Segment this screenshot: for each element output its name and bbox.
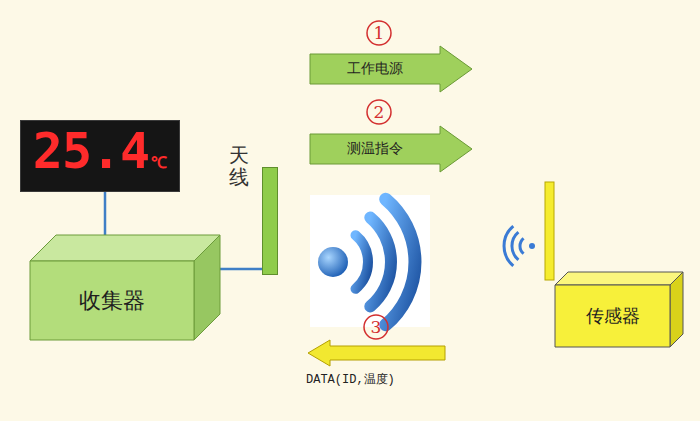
node-label: 工作电源 [347,60,403,78]
callout-circle: 2 [366,99,392,125]
antenna: 天线 [262,167,278,275]
data-arrow [308,340,445,366]
wifi-wave [386,199,415,325]
signal-wave [504,226,513,266]
wifi-wave [370,218,391,307]
wifi-wave [356,235,368,289]
signal-wave [520,238,524,253]
box-top-face [30,235,220,261]
signal-arrow: 工作电源 [310,46,472,92]
box-top-face [555,272,683,285]
signal-wave [512,232,518,260]
block-arrow [310,46,472,92]
callout-number: 3 [371,319,382,336]
callout-ring [367,100,391,124]
connector-wire [220,268,262,271]
display-panel [21,121,180,192]
box-front-face [555,285,670,347]
callout-circle: 3 [363,314,389,340]
box-side-face [194,235,220,340]
sensor-box: 传感器 [555,272,683,347]
sensor-antenna [545,182,554,280]
temperature-reading: 25.4 [33,126,149,176]
callout-number: 1 [374,25,385,42]
callout-circle: 1 [366,20,392,46]
text-area: 测温指令 [310,134,440,164]
connector-wire [104,192,107,235]
node-label: 收集器 [79,286,145,316]
callout-ring [367,21,391,45]
text-area: 传感器 [555,285,670,347]
signal-label: DATA(ID,温度) [306,371,395,388]
text-area: 收集器 [30,261,194,340]
antenna-label: 天线 [229,144,249,188]
signal-arrow: 测温指令 [310,126,472,172]
collector-box: 收集器 [30,235,220,340]
text-area: 工作电源 [310,54,440,84]
wifi-icon-ground [310,195,430,327]
callout-number: 2 [374,104,385,121]
node-label: 传感器 [586,304,640,328]
box-front-face [30,261,194,340]
unit-symbol: ℃ [151,155,167,171]
node-label: 测温指令 [347,140,403,158]
box-side-face [670,272,683,347]
signal-dot [529,243,535,249]
wifi-dot [318,247,348,277]
callout-ring [364,315,388,339]
led-display: 25.4℃ [20,120,180,192]
block-arrow [310,126,472,172]
